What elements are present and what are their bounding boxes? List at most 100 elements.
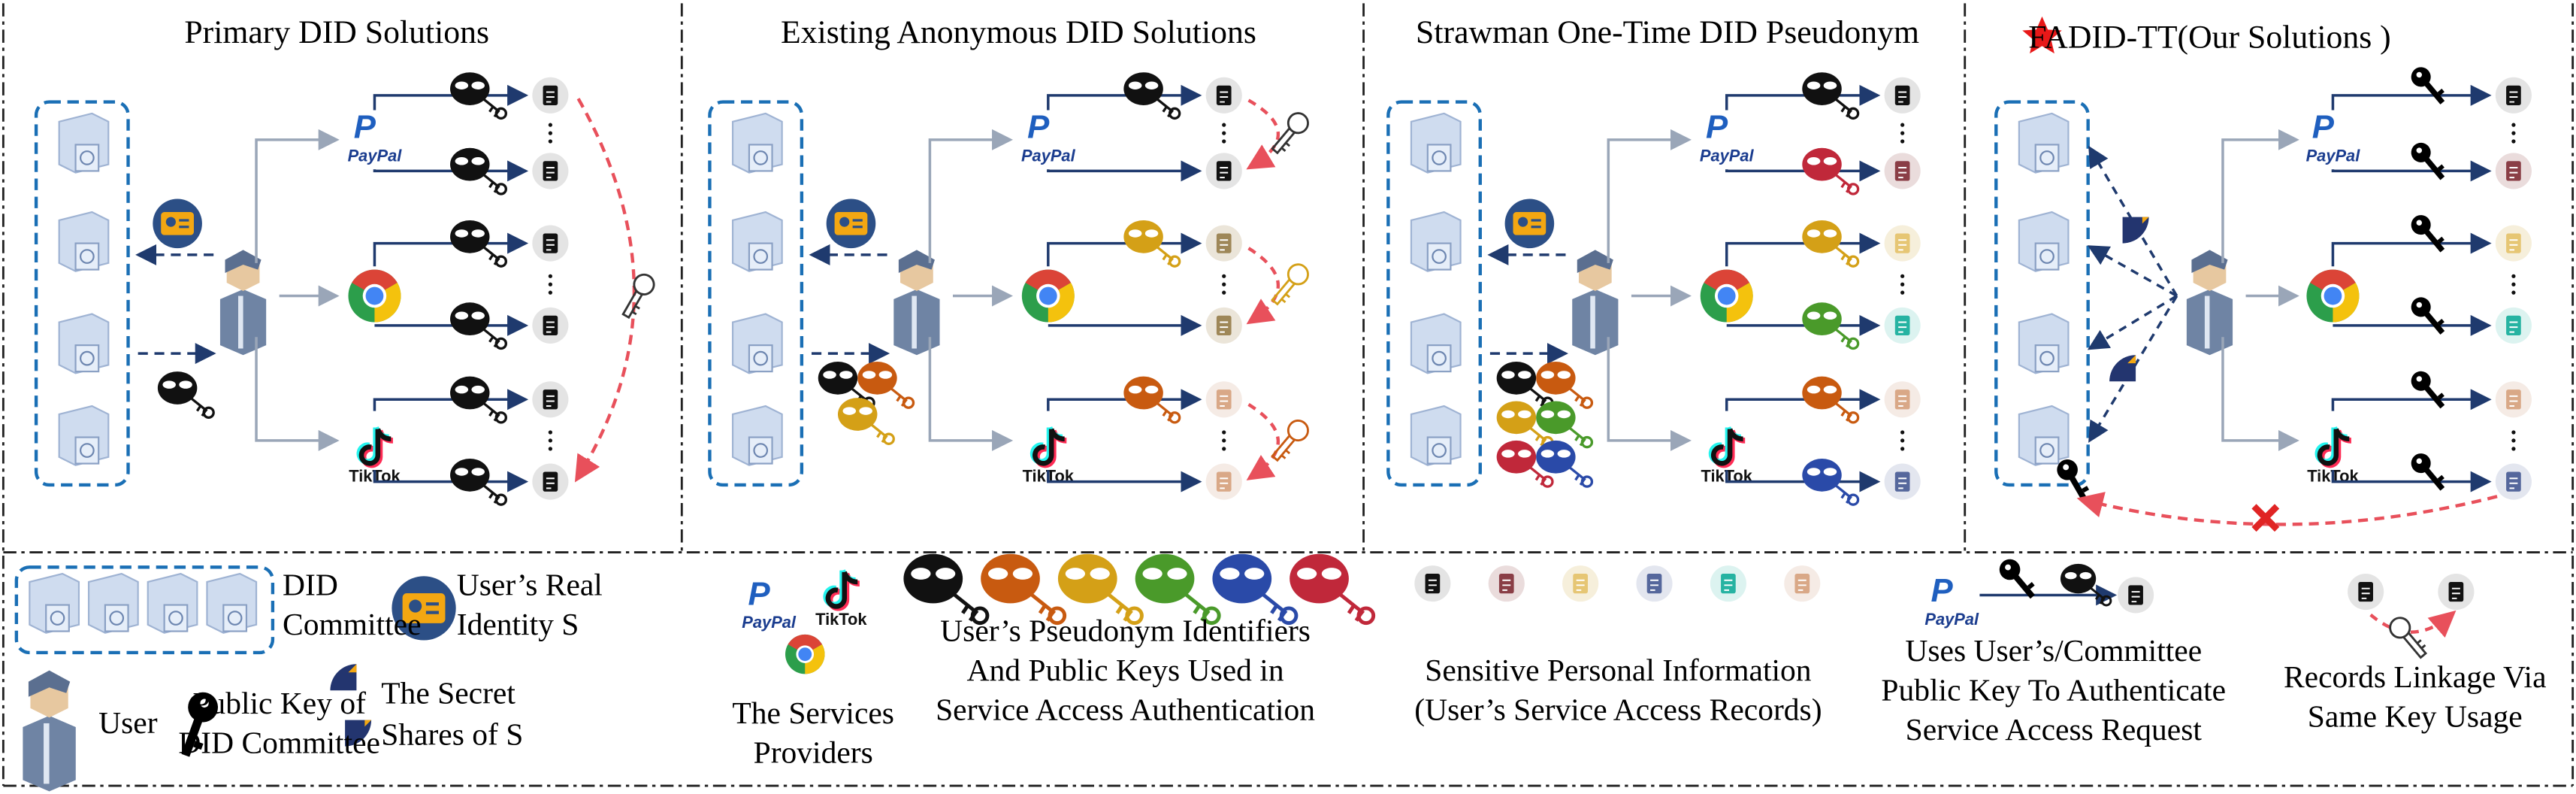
service-record-icon [2438, 574, 2475, 611]
blocked-linkage-arrow [2076, 492, 2498, 526]
ellipsis-dot [548, 123, 553, 127]
ellipsis-dot [548, 438, 553, 443]
mask-face [981, 553, 1040, 604]
ellipsis-dot [2511, 438, 2516, 443]
server-card [163, 604, 189, 632]
mask-face [450, 376, 490, 410]
pseudonym-mask-icon [2060, 563, 2112, 607]
committee-server-icon [731, 313, 783, 374]
id-card [161, 212, 194, 235]
legend-committee-line1: DID [283, 567, 338, 602]
outline-key-icon [1271, 112, 1309, 155]
key-shaft [1271, 279, 1296, 306]
user-tie [238, 295, 243, 349]
mask-key-ring [1541, 475, 1554, 488]
mask-face [450, 220, 490, 253]
mask-eye [455, 468, 469, 476]
chrome-icon [1021, 269, 1075, 323]
document-icon [1498, 574, 1514, 594]
committee-server-icon [147, 572, 198, 634]
ellipsis-dot [1900, 430, 1905, 435]
did-committee-box [34, 100, 130, 487]
chrome-center [2324, 286, 2342, 305]
mask-face [1802, 458, 1842, 492]
document-icon [1894, 233, 1910, 253]
service-record-icon [532, 153, 569, 189]
mask-face [450, 458, 490, 492]
mask-face [903, 553, 963, 604]
mask-key-ring [202, 406, 215, 419]
id-text [425, 602, 439, 614]
chrome-center [1717, 286, 1736, 305]
service-record-icon [1884, 153, 1921, 189]
mask-face [1123, 72, 1163, 105]
provider-record-arrow [2331, 389, 2492, 411]
provider-record-arrow [373, 160, 529, 182]
document-lines [2509, 321, 2518, 333]
mask-key-ring [1846, 183, 1860, 195]
document-lines [546, 239, 555, 251]
mask-eye [1297, 568, 1317, 580]
records-linkage-arrow [574, 98, 636, 483]
document-lines [546, 477, 555, 489]
committee-server-icon [58, 211, 110, 272]
tiktok-note [825, 571, 858, 609]
pseudonym-mask-icon [1123, 220, 1181, 268]
ellipsis-dot [548, 282, 553, 286]
paypal-p-mark: P [748, 576, 770, 613]
document-icon [1894, 315, 1910, 336]
mask-key-ring [1580, 435, 1594, 449]
service-record-icon [532, 225, 569, 262]
secret-share-icon [345, 720, 372, 747]
document-lines [2509, 167, 2518, 179]
service-record-icon [532, 463, 569, 500]
mask-eye [1518, 410, 1531, 419]
ellipsis-dot [548, 430, 553, 435]
mask-eye [455, 311, 469, 320]
pseudonym-mask-icon [1496, 361, 1554, 409]
service-record-icon [1205, 381, 1242, 418]
document-icon [543, 233, 558, 253]
key-shaft [1271, 435, 1296, 462]
key-bow [2411, 371, 2431, 391]
ellipsis-dot [1222, 131, 1226, 135]
key-icon [2411, 67, 2445, 105]
mask-eye [1128, 229, 1142, 238]
did-committee-box [1994, 100, 2090, 487]
mask-eye [455, 157, 469, 165]
pseudonym-mask-icon [1536, 401, 1594, 449]
document-icon [1894, 85, 1910, 105]
mask-face [1802, 147, 1842, 181]
provider-record-arrow [1725, 389, 1881, 411]
mask-face [1802, 376, 1842, 410]
key-icon [2411, 453, 2445, 491]
committee-server-icon [1410, 405, 1462, 466]
key-bit [2437, 236, 2444, 244]
key-icon [2411, 142, 2445, 180]
key-shaft [1271, 128, 1296, 155]
mask-key-ring [1168, 107, 1181, 120]
document-lines [1898, 91, 1907, 103]
document-icon [1573, 574, 1588, 594]
user-icon [219, 250, 267, 356]
document-lines [1220, 477, 1229, 489]
pseudonym-mask-icon [1802, 72, 1860, 120]
legend-linkage-line2: Same Key Usage [2308, 699, 2523, 733]
service-record-icon [1884, 381, 1921, 418]
document-icon [2506, 161, 2521, 181]
mask-eye [1501, 371, 1515, 379]
pseudonym-mask-icon [1057, 553, 1144, 626]
id-text [1531, 219, 1541, 229]
chrome-red [1025, 269, 1072, 296]
ellipsis-dot [1222, 447, 1226, 451]
mask-eye [1144, 229, 1159, 238]
paypal-wordmark: PayPal [1700, 146, 1755, 165]
mask-eye [471, 385, 485, 394]
provider-record-arrow [2331, 160, 2492, 182]
server-seal [80, 443, 95, 458]
tiktok-logo: TikTok [2307, 426, 2359, 486]
mask-eye [936, 568, 956, 580]
user-to-tiktok-line [1607, 337, 1692, 451]
share-distribution-arrow [2087, 295, 2178, 350]
